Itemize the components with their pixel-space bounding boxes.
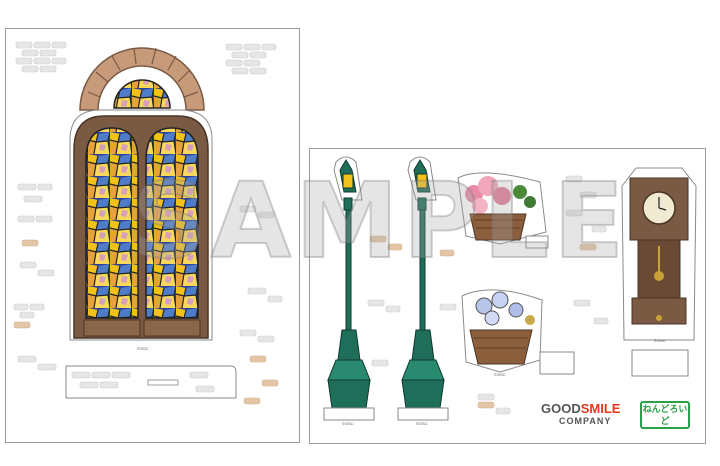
nendoroid-logo: ねんどろいど [640,401,690,429]
brick-patches-left-tan [13,239,279,405]
copyright-window: ©GSC [137,346,149,351]
brand-line1: GOOD [541,401,581,416]
street-lamp-left [323,156,375,421]
flower-basket-blue [461,289,543,373]
grandfather-clock [621,167,697,341]
stand-tabs [525,235,689,377]
copyright-lamp-left: ©GSC [342,421,354,426]
street-lamp-right [397,156,449,421]
brand-accent: SMILE [580,401,621,416]
stained-glass-window [69,109,213,341]
copyright-lamp-right: ©GSC [416,421,428,426]
brand-line2: COMPANY [559,416,612,426]
flower-basket-pink [457,172,547,245]
good-smile-company-logo: GOODSMILE COMPANY [541,401,633,427]
window-stand-base [65,365,237,399]
copyright-clock: ©GSC [654,338,666,343]
brick-patches-left [13,41,283,371]
window-brick-arch [79,47,205,111]
brick-patches-right [367,175,609,415]
copyright-flower: ©GSC [494,372,506,377]
